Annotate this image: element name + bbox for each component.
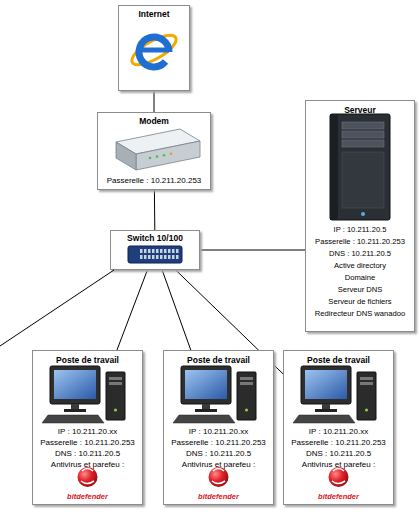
device-detail: bitdefender	[165, 492, 272, 502]
device-detail: DNS : 10.211.20.5	[165, 449, 272, 459]
device-detail: Redirecteur DNS wanadoo	[307, 309, 413, 319]
device-box: Poste de travail IP : 10.211.20.xxPassere…	[32, 350, 143, 505]
device-box: Serveur IP : 10.211.20.5Passerelle : 10.2…	[305, 100, 415, 332]
network-link	[162, 270, 191, 350]
network-link	[154, 190, 155, 230]
device-detail: bitdefender	[34, 492, 141, 502]
device-detail: DNS : 10.211.20.5	[307, 249, 413, 259]
device-title: Poste de travail	[34, 355, 141, 365]
device-title: Modem	[99, 116, 209, 126]
device-detail: Domaine	[307, 273, 413, 283]
device-detail: Passerelle : 10.211.20.253	[99, 176, 209, 186]
device-detail: Serveur DNS	[307, 285, 413, 295]
network-link	[117, 270, 147, 350]
device-detail: Passerelle : 10.211.20.253	[165, 438, 272, 448]
device-detail: IP : 10.211.20.xx	[165, 427, 272, 437]
device-detail: Passerelle : 10.211.20.253	[34, 438, 141, 448]
device-title: Switch 10/100	[112, 233, 198, 243]
device-detail: IP : 10.211.20.5	[307, 225, 413, 235]
network-wire	[0, 270, 114, 346]
device-detail: IP : 10.211.20.xx	[34, 427, 141, 437]
device-detail: Passerelle : 10.211.20.253	[307, 237, 413, 247]
device-detail: DNS : 10.211.20.5	[34, 449, 141, 459]
device-detail: Antivirus et parefeu :	[34, 460, 141, 470]
device-detail: Serveur de fichiers	[307, 297, 413, 307]
network-link	[154, 91, 155, 112]
device-title: Poste de travail	[165, 355, 272, 365]
device-box: ModemPasserelle : 10.211.20.253	[97, 112, 211, 190]
device-title: Poste de travail	[285, 355, 392, 365]
device-title: Internet	[120, 9, 188, 19]
device-box: Poste de travail IP : 10.211.20.xxPassere…	[283, 350, 394, 505]
device-detail: IP : 10.211.20.xx	[285, 427, 392, 437]
device-detail: Antivirus et parefeu :	[165, 460, 272, 470]
network-link	[200, 250, 305, 251]
device-detail: Passerelle : 10.211.20.253	[285, 438, 392, 448]
device-detail: bitdefender	[285, 492, 392, 502]
device-title: Serveur	[307, 105, 413, 115]
device-box: Switch 10/100	[110, 230, 200, 270]
device-detail: DNS : 10.211.20.5	[285, 449, 392, 459]
device-detail: Antivirus et parefeu :	[285, 460, 392, 470]
device-box: Internet	[118, 5, 190, 91]
device-detail: Active directory	[307, 261, 413, 271]
device-box: Poste de travail IP : 10.211.20.xxPassere…	[163, 350, 274, 505]
